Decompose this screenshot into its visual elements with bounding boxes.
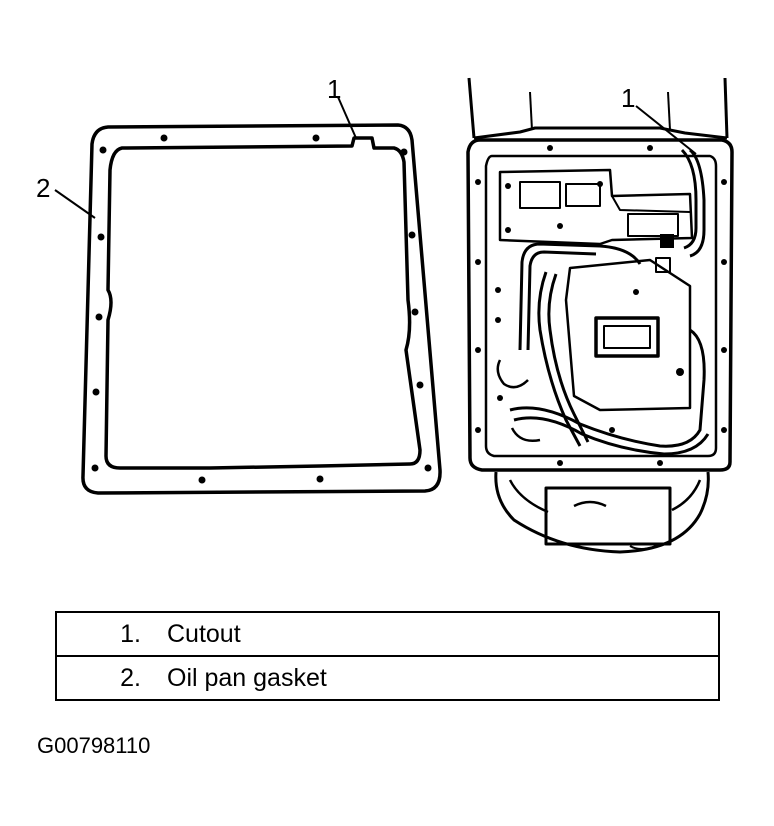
callout-1-cutout-left: 1 [327, 74, 342, 104]
legend-row: 2. Oil pan gasket [55, 655, 720, 701]
figure-id: G00798110 [37, 733, 151, 758]
legend-number: 1. [120, 619, 141, 648]
cutout-leader-line-left [337, 96, 357, 139]
transmission-valve-body [466, 77, 734, 554]
callout-1-cutout-right: 1 [621, 83, 636, 113]
legend-table: 1. Cutout 2. Oil pan gasket [55, 611, 720, 701]
legend-text: Cutout [167, 619, 241, 648]
callout-2-gasket: 2 [36, 173, 51, 203]
legend-text: Oil pan gasket [167, 663, 327, 692]
oil-pan-gasket [81, 123, 442, 495]
legend-number: 2. [120, 663, 141, 692]
cutout-leader-line-right [635, 105, 697, 155]
legend-row: 1. Cutout [55, 611, 720, 657]
gasket-leader-line [54, 189, 96, 219]
gasket-and-valve-body-illustration [54, 77, 734, 554]
